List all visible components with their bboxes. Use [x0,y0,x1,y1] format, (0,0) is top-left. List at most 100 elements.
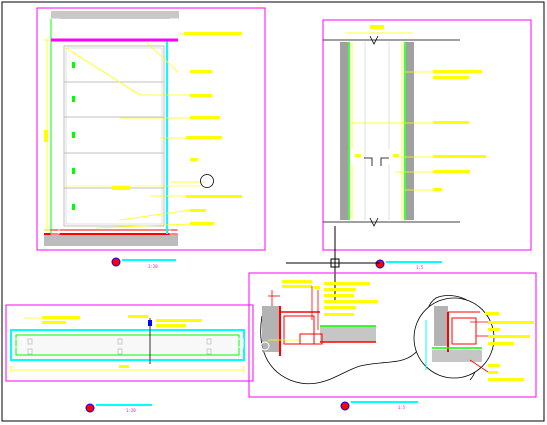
detail-zoom-profile [451,317,477,345]
plan-post [13,338,25,348]
elevation-wall-top-hatch [51,11,179,19]
annotation-text [485,312,499,315]
annotation-text [488,371,498,374]
plan-marker [117,348,123,355]
right-wall-hatch [406,42,414,220]
bracket-label [393,154,399,157]
annotation-text [488,328,500,331]
plan-scale-label: 1:20 [126,408,136,413]
detail-scale-label: 1:5 [398,405,406,410]
leader-line [95,223,191,229]
detail-wall-hatch [262,306,280,352]
leader-line [145,41,179,73]
annotation-text [156,324,186,327]
annotation-text [488,364,500,367]
left-wall-hatch [340,42,348,220]
crosshair-cursor-icon [286,226,380,300]
elevation-frame [36,7,266,251]
annotation-text [314,286,320,289]
plan-marker [117,338,123,345]
annotation-text [488,321,534,324]
section-scale-label: 1:5 [416,265,424,270]
elevation-hinge-mark [72,168,75,174]
plan-view [5,304,254,413]
detail-marker-icon [260,341,270,351]
plan-inner-outline [15,334,240,356]
annotation-text [190,94,212,97]
plan-marker [206,338,212,345]
vertical-section-view [322,19,532,269]
annotation-text [186,195,242,198]
annotation-text [433,76,469,79]
elevation-view [36,7,266,267]
annotation-text [282,285,312,288]
annotation-text [324,282,370,285]
annotation-text [42,316,80,319]
annotation-text [433,188,442,191]
detail-frame [248,272,537,398]
annotation-text [488,335,530,338]
leader-line [65,47,141,96]
elevation-dimension-text [44,130,48,142]
elevation-hinge-mark [72,204,75,210]
leader-line [119,209,191,221]
annotation-text [433,155,486,158]
detail-profile-inner [287,319,311,341]
elevation-door-panel [63,45,165,227]
detail-profile [283,315,315,345]
annotation-text [190,70,212,73]
break-line-icon [369,217,379,227]
annotation-text [128,315,148,318]
annotation-text [112,186,130,190]
detail-view [248,272,537,411]
detail-zoom-wall [434,306,448,346]
annotation-text [156,319,202,322]
break-line-icon [369,35,379,45]
elevation-wall-bottom-hatch [44,234,178,246]
annotation-text [190,116,220,119]
annotation-text [324,313,354,316]
annotation-text [190,158,198,161]
annotation-text [433,70,482,73]
annotation-text [184,32,242,35]
annotation-text [324,300,378,303]
view-title-marker-icon [111,257,121,267]
detail-zoom-floor [432,350,482,362]
annotation-text [324,306,356,309]
annotation-text [190,222,214,225]
view-title-marker-icon [340,401,350,411]
section-frame [322,19,532,251]
view-title-marker-icon [375,259,385,269]
elevation-hinge-mark [72,132,75,138]
annotation-text [324,294,354,297]
annotation-text [190,209,206,212]
elevation-scale-label: 1:20 [148,264,158,269]
annotation-text [433,121,469,124]
detail-connector [299,333,323,345]
elevation-hinge-mark [72,96,75,102]
annotation-text [433,170,470,173]
bracket-hook [364,157,373,166]
elevation-door-panel-inner [65,47,163,225]
plan-marker [27,338,33,345]
annotation-text [186,136,222,139]
view-title-marker-icon [85,403,95,413]
dimension-text [370,25,384,29]
elevation-right-post [169,18,179,235]
section-marker-outline [200,174,214,188]
plan-marker [206,348,212,355]
annotation-text [282,280,312,283]
elevation-left-post [50,18,60,235]
plan-post [232,338,244,348]
bracket-hook [380,157,389,166]
plan-marker [27,348,33,355]
annotation-text [488,342,514,345]
plan-section-cut-marker [148,320,152,326]
bracket-label [355,154,361,157]
bracket-left [351,149,365,165]
annotation-text [488,378,524,381]
detail-leader [469,359,489,373]
